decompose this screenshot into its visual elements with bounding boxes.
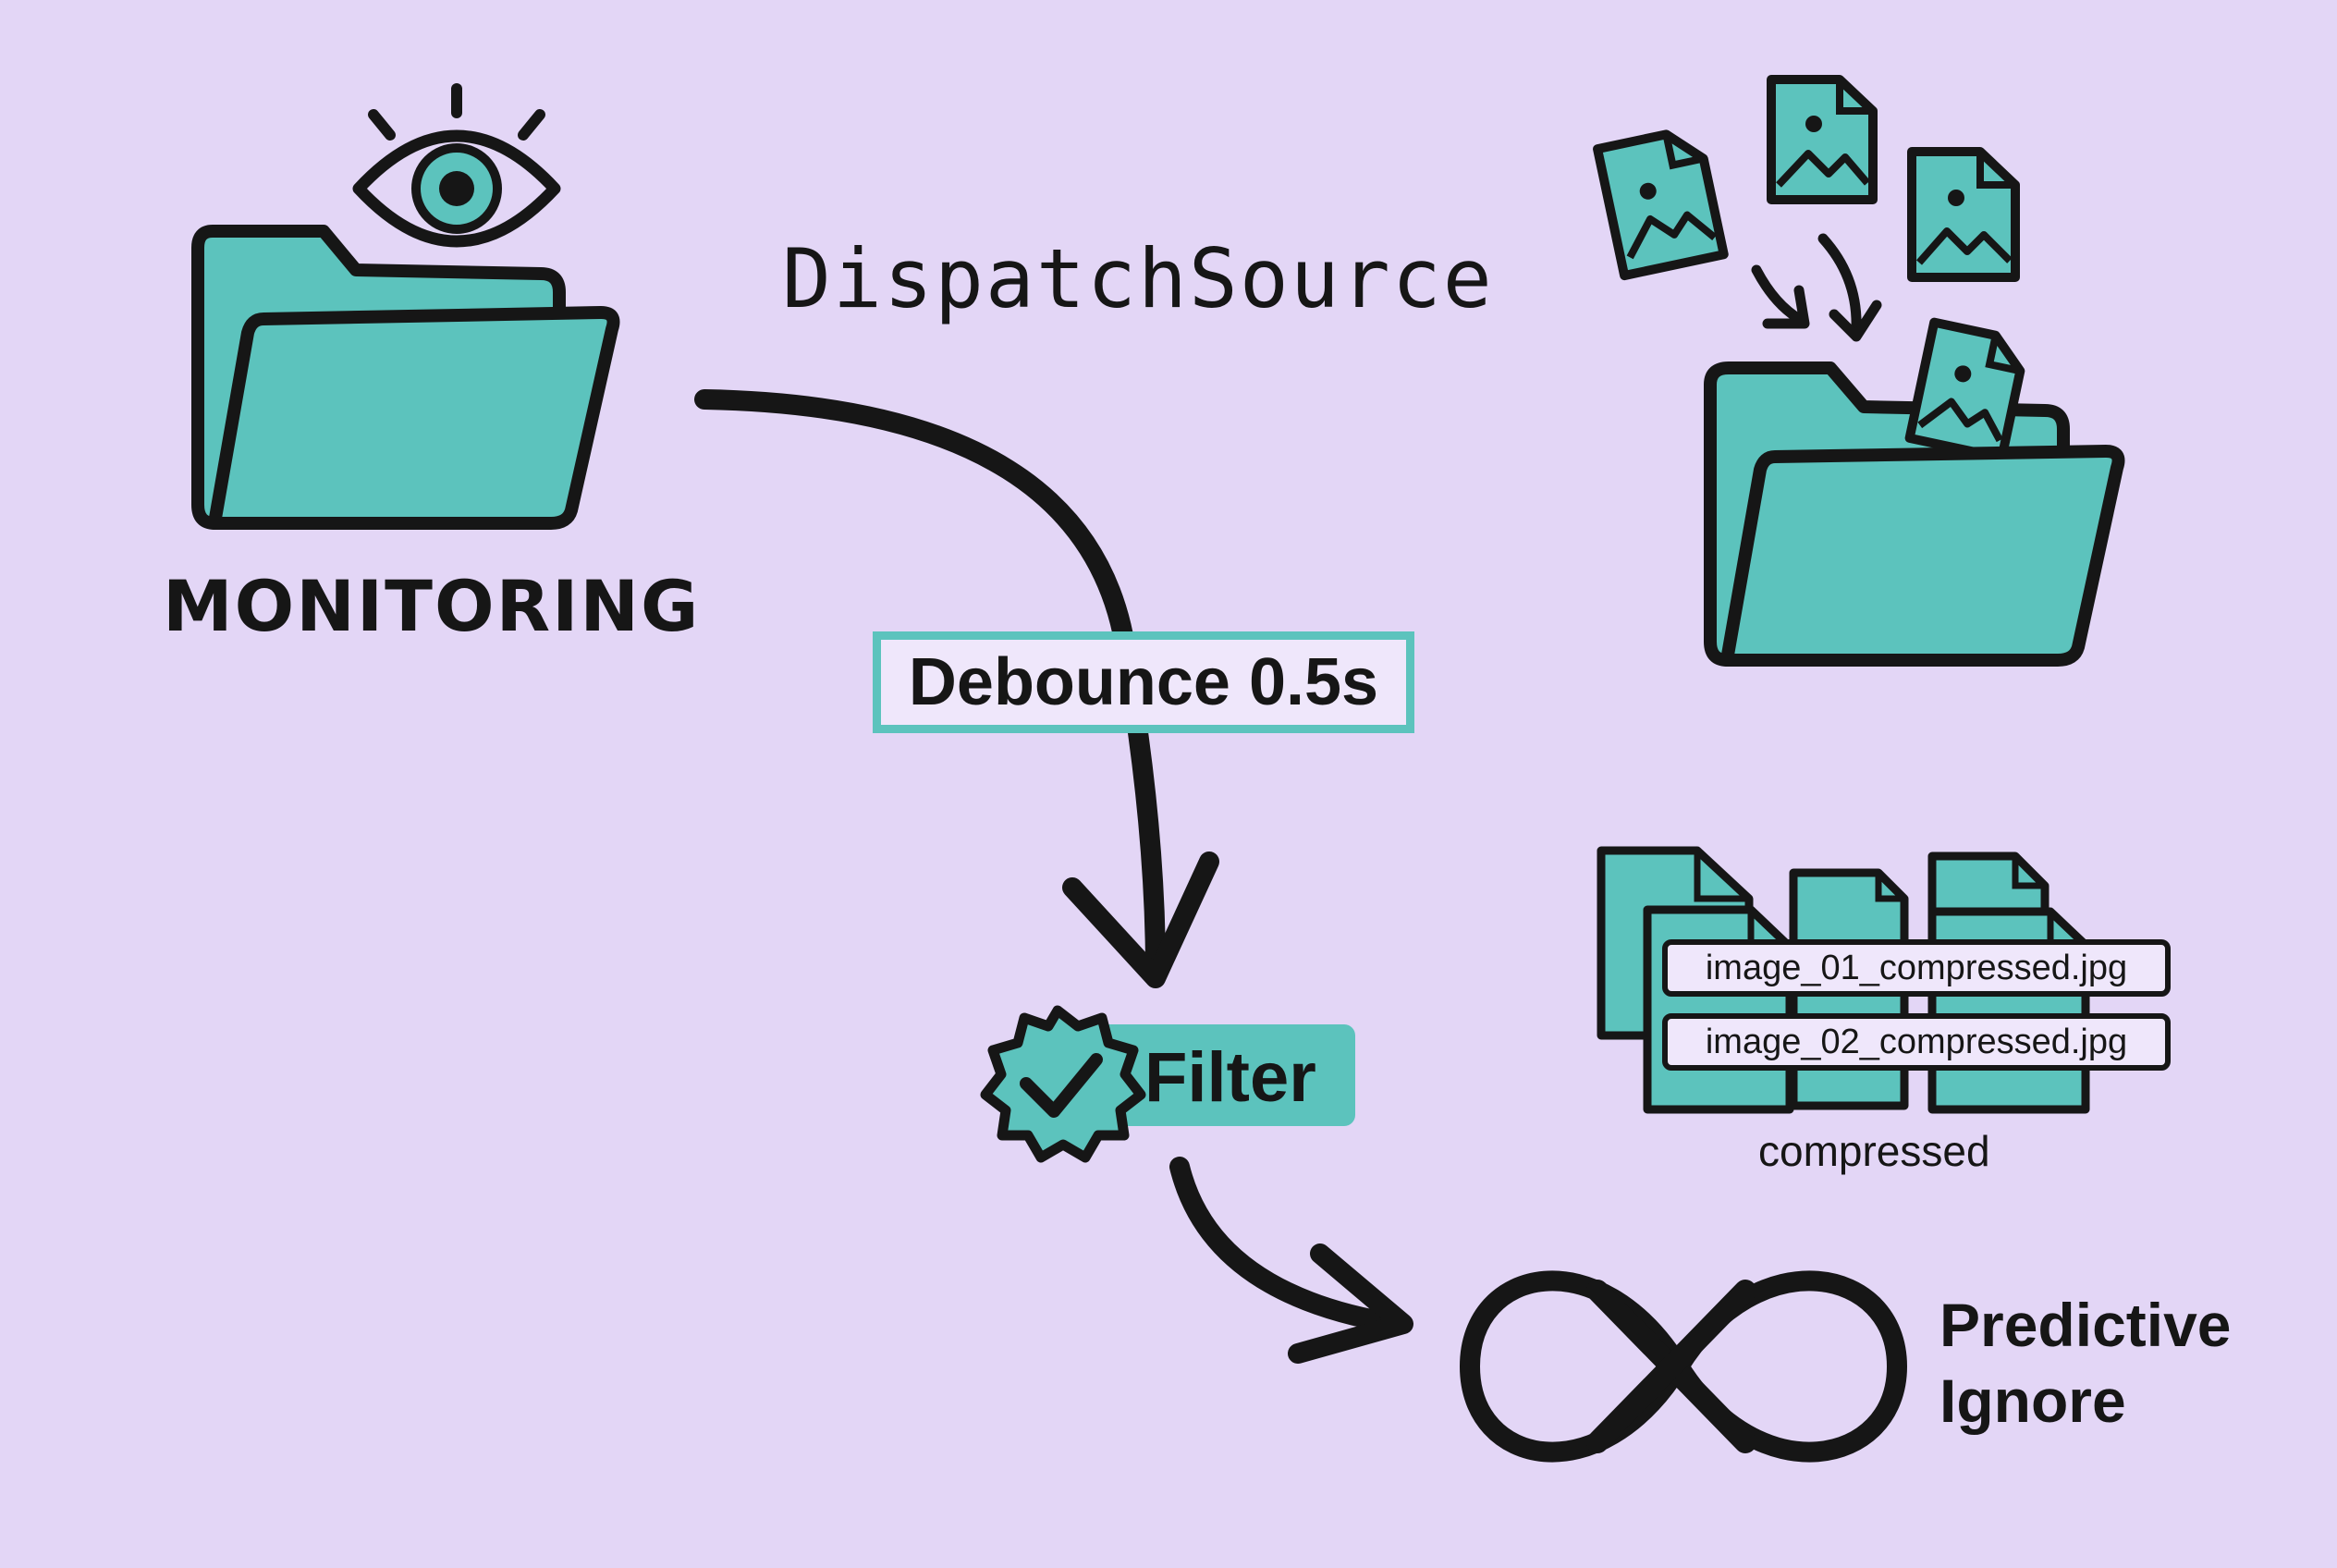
filter-label: Filter (1144, 1038, 1316, 1117)
debounce-label: Debounce 0.5s (908, 645, 1379, 719)
ignore-arrow-icon (1169, 1157, 1413, 1364)
destination-folder-icon (1704, 317, 2125, 667)
monitored-folder-icon (191, 225, 620, 530)
file-label-2: image_02_compressed.jpg (1662, 1013, 2171, 1071)
predictive-label: Predictive (1939, 1291, 2232, 1359)
eye-icon (352, 83, 561, 248)
debounce-box: Debounce 0.5s (873, 631, 1414, 733)
ignore-label: Ignore (1939, 1366, 2126, 1435)
infinity-icon (1460, 1270, 1907, 1463)
check-badge-icon (980, 1005, 1146, 1163)
flow-arrow-icon (694, 389, 1219, 988)
image-file-icon (1593, 75, 2020, 342)
file-label-1: image_01_compressed.jpg (1662, 939, 2171, 997)
compressed-label: compressed (1758, 1127, 1990, 1175)
dispatch-source-title: DispatchSource (782, 231, 1494, 326)
monitoring-label: MONITORING (163, 565, 701, 647)
